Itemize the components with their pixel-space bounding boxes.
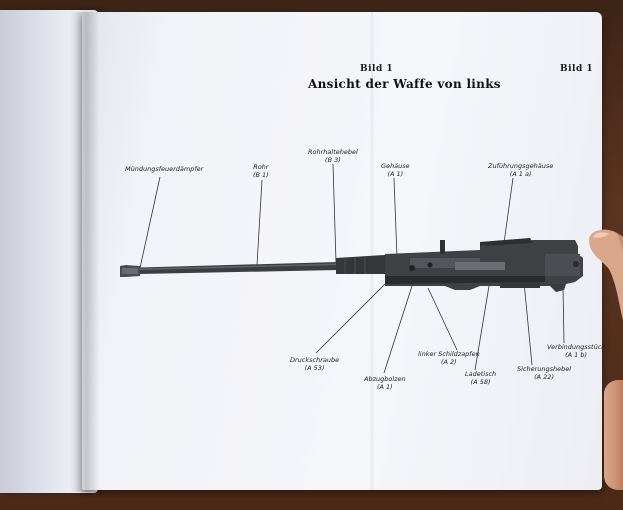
label-muendungsfeuerdaempfer: Mündungsfeuerdämpfer: [125, 165, 203, 173]
left-page: [0, 10, 98, 493]
label-name: Mündungsfeuerdämpfer: [125, 165, 204, 173]
label-name: Abzugbolzen: [364, 375, 406, 383]
label-code: (A 2): [440, 358, 457, 366]
weapon-shape: [120, 238, 583, 292]
label-name: Zuführungsgehäuse: [488, 162, 554, 170]
label-name: Ladetisch: [465, 370, 497, 378]
label-ladetisch: Ladetisch (A 58): [465, 370, 496, 386]
label-code: (A 1): [376, 383, 393, 391]
figure-title: Ansicht der Waffe von links: [308, 77, 501, 91]
page-fold-line: [370, 12, 374, 490]
leader-lines: [139, 163, 565, 374]
label-gehaeuse: Gehäuse (A 1): [381, 162, 410, 178]
label-code: (B 1): [253, 171, 269, 179]
label-name: linker Schildzapfen: [418, 350, 480, 358]
book-spine-shadow: [70, 12, 100, 492]
thumb-hand: [589, 229, 623, 320]
figure-number: Bild 1: [360, 64, 394, 74]
label-rohr: Rohr (B 1): [253, 163, 269, 179]
label-sicherungshebel: Sicherungshebel (A 22): [517, 365, 571, 381]
label-name: Gehäuse: [381, 162, 410, 170]
label-name: Druckschraube: [290, 356, 340, 364]
label-code: (A 1 b): [565, 351, 587, 359]
figure-number-corner: Bild 1: [560, 64, 594, 74]
hand-lower-edge: [604, 380, 623, 490]
label-name: Rohrhaltehebel: [308, 148, 358, 156]
label-code: (A 53): [304, 364, 325, 372]
label-rohrhaltehebel: Rohrhaltehebel (B 3): [308, 148, 358, 164]
label-druckschraube: Druckschraube (A 53): [290, 356, 339, 372]
label-code: (B 3): [325, 156, 341, 164]
label-code: (A 1 a): [509, 170, 532, 178]
label-verbindungsstueck: Verbindungsstück (A 1 b): [547, 343, 605, 359]
label-code: (A 58): [470, 378, 491, 386]
label-linker-schildzapfen: linker Schildzapfen (A 2): [418, 350, 480, 366]
label-code: (A 1): [387, 170, 404, 178]
label-name: Rohr: [253, 163, 269, 171]
label-name: Sicherungshebel: [517, 365, 572, 373]
label-abzugbolzen: Abzugbolzen (A 1): [364, 375, 406, 391]
label-name: Verbindungsstück: [547, 343, 606, 351]
label-code: (A 22): [534, 373, 554, 381]
label-zufuehrungsgehaeuse: Zuführungsgehäuse (A 1 a): [488, 162, 553, 178]
